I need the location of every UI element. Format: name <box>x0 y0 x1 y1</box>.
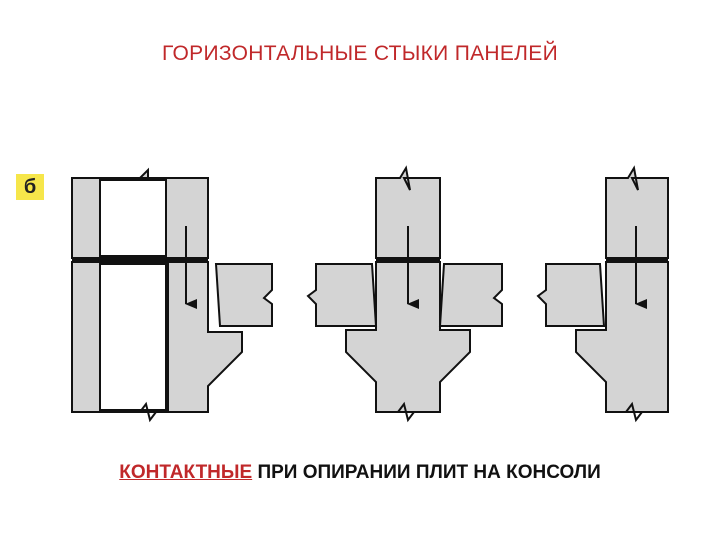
right-joint <box>536 165 669 423</box>
right-slab <box>536 263 606 327</box>
left-slab <box>214 263 273 327</box>
slide-title: ГОРИЗОНТАЛЬНЫЕ СТЫКИ ПАНЕЛЕЙ <box>162 42 558 65</box>
slide-caption: КОНТАКТНЫЕ ПРИ ОПИРАНИИ ПЛИТ НА КОНСОЛИ <box>0 462 720 484</box>
left-lower-wall-core <box>99 263 167 411</box>
middle-upper-wall <box>375 165 441 259</box>
middle-break-bottom <box>376 401 440 423</box>
middle-right-slab <box>438 263 503 327</box>
caption-rest: ПРИ ОПИРАНИИ ПЛИТ НА КОНСОЛИ <box>252 462 601 483</box>
middle-joint <box>306 165 503 423</box>
left-break-bottom <box>130 401 168 423</box>
right-break-bottom <box>606 401 668 423</box>
figure-label-badge: б <box>16 174 44 200</box>
middle-left-slab <box>306 263 378 327</box>
right-upper-wall <box>605 165 669 259</box>
caption-accent: КОНТАКТНЫЕ <box>119 462 253 483</box>
left-upper-wall-core <box>99 179 167 257</box>
left-joint <box>71 167 273 423</box>
